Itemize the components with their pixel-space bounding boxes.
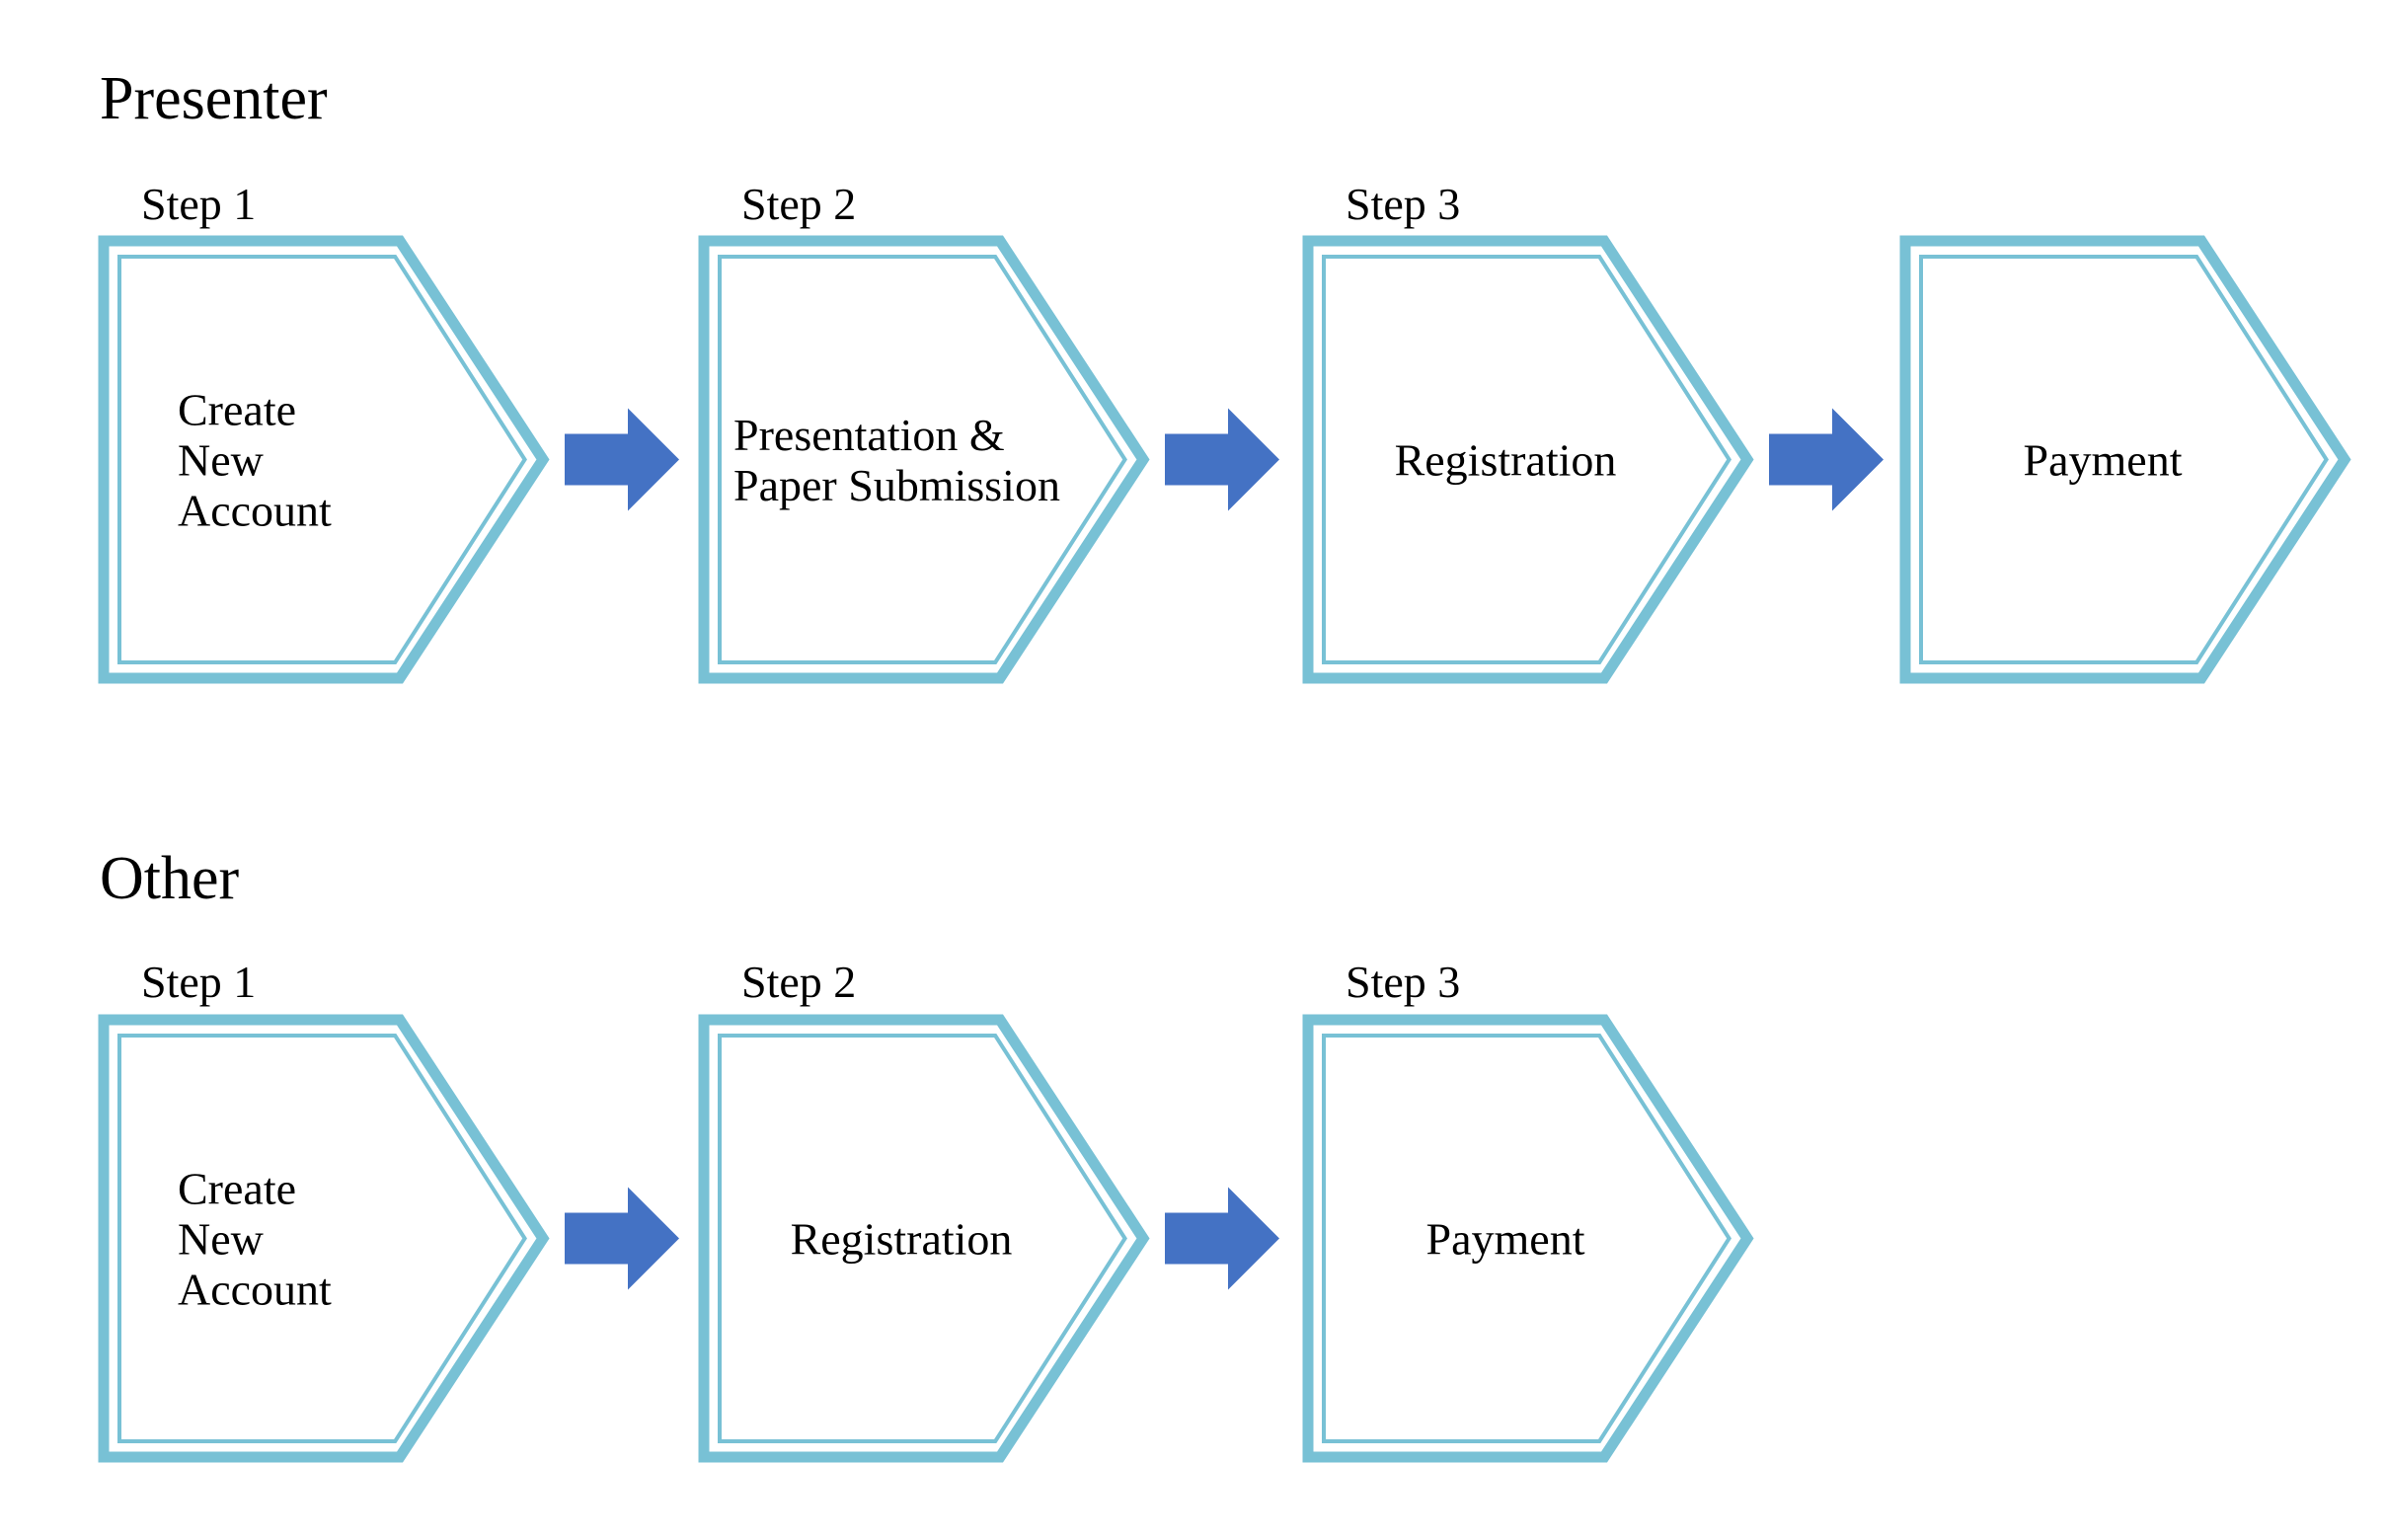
step-label: Step 1 (141, 179, 256, 229)
step-text-line: New (178, 1214, 265, 1265)
step-text: Registration (1395, 435, 1617, 486)
step-text: Presentation &Paper Submission (733, 410, 1060, 510)
right-arrow-icon (565, 408, 679, 511)
step-text-line: New (178, 435, 265, 486)
step-text-line: Registration (1395, 435, 1617, 486)
right-arrow-icon (1769, 408, 1884, 511)
section-title: Other (100, 845, 240, 912)
step-box-inner (1919, 255, 2329, 664)
step-box-outer (698, 1014, 1150, 1463)
step-box-outer (98, 235, 550, 684)
step-text-line: Create (178, 1164, 296, 1214)
step-box-inner (1322, 1034, 1732, 1443)
step-text: Payment (2024, 435, 2183, 486)
step-box-outer (98, 1014, 550, 1463)
flow-step: Payment (1899, 235, 2351, 684)
step-label: Step 2 (741, 179, 856, 229)
right-arrow-icon (1165, 408, 1279, 511)
step-box-inner (1322, 255, 1732, 664)
step-box-outer (1899, 235, 2351, 684)
step-label: Step 3 (1346, 957, 1460, 1007)
step-box-inner (117, 1034, 527, 1443)
step-text: Payment (1426, 1214, 1585, 1265)
flow-step: Step 2 Presentation &Paper Submission (698, 179, 1150, 684)
step-text-line: Presentation & (733, 410, 1005, 460)
step-text-line: Account (178, 1265, 332, 1315)
step-box-outer (1302, 235, 1754, 684)
step-box-inner (117, 255, 527, 664)
right-arrow-icon (565, 1187, 679, 1290)
step-text-line: Create (178, 385, 296, 435)
step-text: Registration (791, 1214, 1013, 1265)
step-label: Step 2 (741, 957, 856, 1007)
step-box-inner (718, 255, 1127, 664)
flow-step: Step 3 Registration (1302, 179, 1754, 684)
step-box-outer (698, 235, 1150, 684)
step-text-line: Payment (2024, 435, 2183, 486)
step-box-inner (718, 1034, 1127, 1443)
right-arrow-icon (1165, 1187, 1279, 1290)
step-label: Step 3 (1346, 179, 1460, 229)
flow-step: Step 2 Registration (698, 957, 1150, 1463)
step-text-line: Paper Submission (733, 460, 1060, 510)
step-text-line: Account (178, 486, 332, 536)
section-title: Presenter (100, 65, 328, 132)
step-text-line: Payment (1426, 1214, 1585, 1265)
step-box-outer (1302, 1014, 1754, 1463)
flow-step: Step 3 Payment (1302, 957, 1754, 1463)
step-text-line: Registration (791, 1214, 1013, 1265)
step-label: Step 1 (141, 957, 256, 1007)
